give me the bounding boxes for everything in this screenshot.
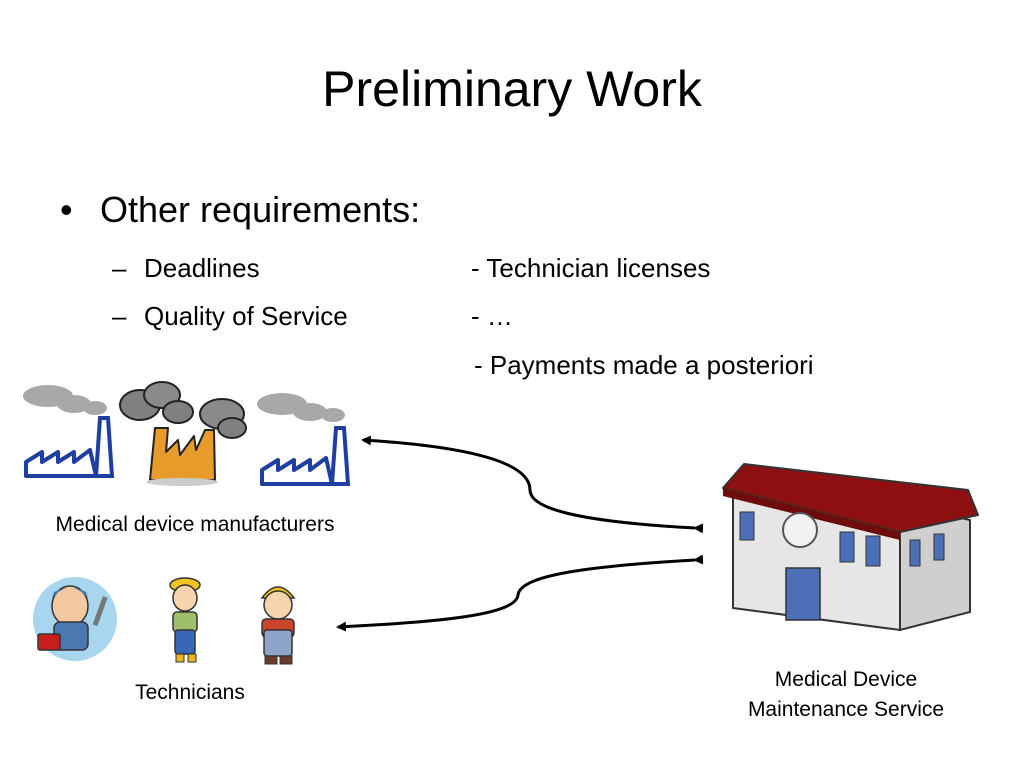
mechanic-icon [33, 577, 117, 661]
service-label: Medical Device Maintenance Service [716, 665, 976, 726]
service-label-line2: Maintenance Service [747, 698, 945, 722]
slide-title: Preliminary Work [322, 61, 702, 117]
sub-item-qos: –Quality of Service [112, 302, 348, 331]
technicians-label: Technicians [135, 681, 245, 704]
main-bullet: • Other requirements: [60, 190, 420, 230]
building-icon [722, 463, 979, 632]
sub-marker: – [112, 253, 127, 283]
sub-item-text: Deadlines [144, 253, 260, 283]
builder-icon [260, 586, 296, 665]
sub-item-deadlines: –Deadlines [112, 254, 260, 283]
female-builder-icon [169, 577, 201, 663]
bullet-marker: • [60, 189, 73, 230]
sub-marker: – [112, 301, 127, 331]
technicians-arrow [336, 554, 704, 632]
factory-icon [257, 393, 351, 486]
factory-icon [23, 385, 115, 478]
service-label-line1: Medical Device [774, 668, 918, 691]
main-bullet-text: Other requirements: [100, 189, 421, 230]
right-item-licenses: - Technician licenses [471, 253, 711, 283]
polluting-factory-icon [119, 381, 247, 486]
sub-item-text: Quality of Service [144, 301, 348, 331]
manufacturers-label: Medical device manufacturers [55, 513, 335, 536]
manufacturers-arrow [361, 435, 704, 534]
right-item-ellipsis: - … [471, 301, 513, 331]
right-item-payments: - Payments made a posteriori [474, 350, 814, 380]
